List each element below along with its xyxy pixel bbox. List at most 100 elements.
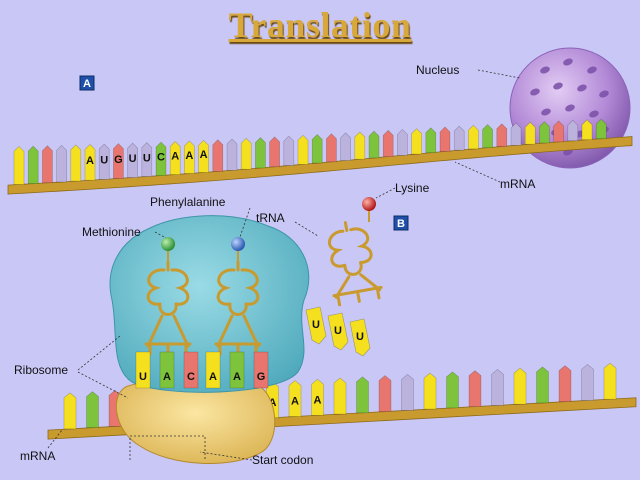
- top-base: [141, 142, 153, 177]
- top-base: [98, 143, 110, 180]
- bottom-base: [603, 362, 617, 400]
- bottom-base: [491, 368, 504, 406]
- top-base-letter: C: [157, 152, 165, 164]
- bottom-base: [63, 392, 77, 430]
- top-base: [311, 134, 323, 164]
- top-base: [212, 139, 224, 172]
- top-base: [169, 141, 181, 175]
- top-base: [326, 133, 337, 163]
- methionine-label: Methionine: [82, 225, 141, 239]
- panel-a-label: A: [83, 78, 91, 90]
- top-base: [496, 123, 508, 147]
- free-anticodon-letter: U: [312, 319, 320, 331]
- bottom-base: [581, 364, 594, 401]
- bottom-base: [311, 378, 324, 416]
- top-base-letter: U: [129, 153, 137, 165]
- top-base: [297, 134, 309, 165]
- free-anticodon-base: [349, 318, 371, 357]
- top-base: [425, 127, 437, 154]
- top-base-letter: A: [171, 151, 179, 163]
- lysine-ball: [362, 197, 376, 222]
- panel-badge-a: A: [79, 75, 95, 91]
- bottom-base: [536, 366, 549, 404]
- top-base: [453, 125, 465, 151]
- top-base: [84, 144, 96, 181]
- bottom-base: [356, 376, 369, 414]
- top-base: [382, 129, 394, 157]
- top-base: [184, 140, 195, 174]
- mrna-top-label: mRNA: [500, 177, 535, 191]
- anticodon-letter: U: [139, 371, 147, 383]
- anticodon-letter: A: [163, 371, 171, 383]
- top-base: [127, 142, 138, 178]
- top-base: [539, 121, 550, 144]
- top-base: [269, 136, 280, 168]
- bottom-base: [288, 380, 302, 417]
- top-base-letter: A: [185, 150, 193, 162]
- top-base: [27, 145, 39, 184]
- bottom-base: [378, 375, 392, 412]
- top-base: [468, 124, 479, 150]
- bottom-base-letter: A: [314, 394, 322, 406]
- anticodon-base: [183, 351, 199, 389]
- anticodon-letter: A: [233, 371, 241, 383]
- top-base-letter: A: [86, 155, 94, 167]
- top-base: [340, 132, 351, 161]
- bottom-base: [333, 377, 347, 415]
- bottom-base: [446, 371, 459, 409]
- top-base: [240, 137, 252, 170]
- top-base: [411, 128, 422, 155]
- ribosome-label: Ribosome: [14, 363, 68, 377]
- top-base: [567, 119, 579, 142]
- free-anticodon-base: [327, 312, 349, 351]
- top-base: [42, 145, 53, 184]
- start-codon-label: Start codon: [252, 453, 313, 467]
- methionine-ball: [161, 237, 175, 262]
- top-base: [368, 130, 380, 159]
- top-base: [113, 143, 124, 179]
- top-base: [581, 119, 593, 141]
- bottom-base: [468, 370, 482, 407]
- top-base: [553, 120, 564, 143]
- page-title: Translation: [228, 5, 412, 45]
- trna-label: tRNA: [256, 211, 285, 225]
- bottom-base: [513, 367, 527, 405]
- top-base: [354, 131, 366, 160]
- top-base-letter: G: [114, 154, 123, 166]
- top-base: [13, 146, 25, 185]
- top-base: [70, 144, 82, 182]
- bottom-base: [558, 365, 572, 402]
- bottom-base-letter: A: [269, 397, 277, 409]
- top-base: [56, 144, 67, 183]
- anticodon-letter: A: [209, 371, 217, 383]
- mrna-bottom-label: mRNA: [20, 449, 55, 463]
- anticodon-base: [253, 351, 269, 389]
- phenylalanine-label: Phenylalanine: [150, 195, 226, 209]
- top-base: [482, 124, 493, 148]
- top-base: [255, 137, 266, 169]
- free-anticodon-letter: U: [334, 325, 342, 337]
- bottom-base: [401, 373, 414, 411]
- top-base: [283, 135, 295, 166]
- top-base: [155, 141, 167, 176]
- top-base: [595, 118, 607, 140]
- anticodon-base: [159, 351, 175, 389]
- top-base: [524, 121, 536, 145]
- top-base: [226, 138, 238, 171]
- free-anticodon-base: [305, 306, 327, 345]
- leader-lines: [47, 69, 521, 461]
- anticodon-letter: G: [257, 371, 266, 383]
- panel-b-label: B: [397, 218, 405, 230]
- anticodon-base: [229, 351, 245, 389]
- panel-badge-b: B: [393, 215, 409, 231]
- anticodon-letter: C: [187, 371, 195, 383]
- top-base: [510, 122, 522, 146]
- ribosome: [109, 215, 310, 464]
- bottom-base: [423, 372, 437, 410]
- phenylalanine-ball: [231, 237, 245, 262]
- top-base: [397, 129, 408, 156]
